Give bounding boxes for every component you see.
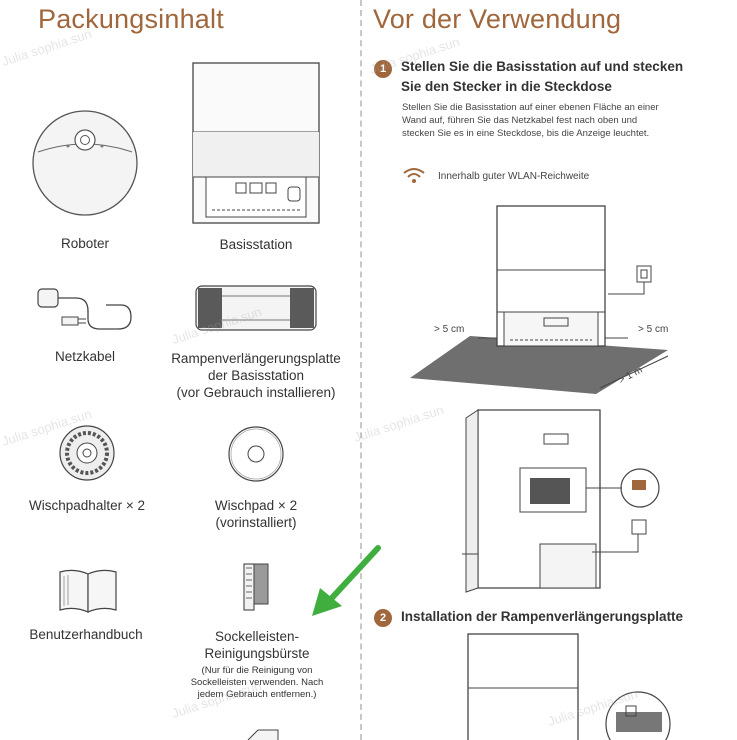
item-baseboard-brush-line-1: Sockelleisten- xyxy=(214,629,300,644)
step-1-title-line-1: Stellen Sie die Basisstation auf und ste… xyxy=(401,59,684,74)
item-robot-label: Roboter xyxy=(60,236,110,251)
dim-left-label: > 5 cm xyxy=(434,324,465,335)
item-ramp-plate-line-1: Rampenverlängerungsplatte xyxy=(171,351,341,366)
item-baseboard-brush-label: Sockelleisten- Reinigungsbürste xyxy=(184,628,330,662)
item-base-station-label: Basisstation xyxy=(219,237,293,252)
item-baseboard-brush-note-line-2: Sockelleisten verwenden. Nach xyxy=(190,677,324,688)
step-1-description: Stellen Sie die Basisstation auf einer e… xyxy=(402,101,712,140)
item-ramp-plate-line-2: der Basisstation xyxy=(207,368,305,383)
item-baseboard-brush-line-2: Reinigungsbürste xyxy=(204,646,310,661)
base-station-illustration xyxy=(192,62,320,224)
item-mop-pad-label: Wischpad × 2 (vorinstalliert) xyxy=(190,497,322,531)
step-1-title-line-2: Sie den Stecker in die Steckdose xyxy=(401,79,612,94)
ramp-plate-illustration xyxy=(195,285,317,331)
item-power-cable-label: Netzkabel xyxy=(54,349,116,364)
step-1-badge: 1 xyxy=(374,60,392,78)
step-1-title: Stellen Sie die Basisstation auf und ste… xyxy=(401,57,683,97)
placement-diagram xyxy=(410,205,669,394)
step-2-title: Installation der Rampenverlängerungsplat… xyxy=(401,609,684,624)
mop-holder-illustration xyxy=(59,425,115,481)
item-ramp-plate-label: Rampenverlängerungsplatte der Basisstati… xyxy=(160,350,352,401)
section-title-before-use: Vor der Verwendung xyxy=(373,4,622,34)
section-title-contents: Packungsinhalt xyxy=(38,4,224,34)
step-1-desc-line-3: stecken Sie es in eine Steckdose, bis di… xyxy=(402,128,650,139)
dim-right-label: > 5 cm xyxy=(638,324,669,335)
cropped-item-illustration xyxy=(247,729,279,740)
item-baseboard-brush-note: (Nur für die Reinigung von Sockelleisten… xyxy=(176,665,338,701)
item-mop-holder-label: Wischpadhalter × 2 xyxy=(29,498,145,513)
robot-illustration xyxy=(32,110,138,216)
ramp-install-diagram xyxy=(467,633,671,740)
wifi-icon xyxy=(403,168,425,183)
item-manual-label: Benutzerhandbuch xyxy=(29,627,143,642)
step-2-badge: 2 xyxy=(374,609,392,627)
manual-illustration xyxy=(59,569,117,613)
item-ramp-plate-line-3: (vor Gebrauch installieren) xyxy=(176,385,336,400)
step-1-desc-line-2: Wand auf, führen Sie das Netzkabel fest … xyxy=(402,115,638,126)
item-baseboard-brush-note-line-1: (Nur für die Reinigung von xyxy=(201,665,313,676)
step-1-desc-line-1: Stellen Sie die Basisstation auf einer e… xyxy=(402,102,659,113)
baseboard-brush-illustration xyxy=(243,563,269,611)
item-mop-pad-line-1: Wischpad × 2 xyxy=(214,498,298,513)
item-mop-pad-line-2: (vorinstalliert) xyxy=(215,515,297,530)
wifi-range-text: Innerhalb guter WLAN-Reichweite xyxy=(438,171,590,182)
watermark: Julia sophia.sun xyxy=(351,401,446,446)
mop-pad-illustration xyxy=(228,426,284,482)
station-back-diagram xyxy=(462,409,660,593)
power-cable-illustration xyxy=(37,288,132,330)
item-baseboard-brush-note-line-3: jedem Gebrauch entfernen.) xyxy=(197,689,317,700)
column-divider xyxy=(360,0,362,740)
green-arrow-icon xyxy=(312,545,381,616)
